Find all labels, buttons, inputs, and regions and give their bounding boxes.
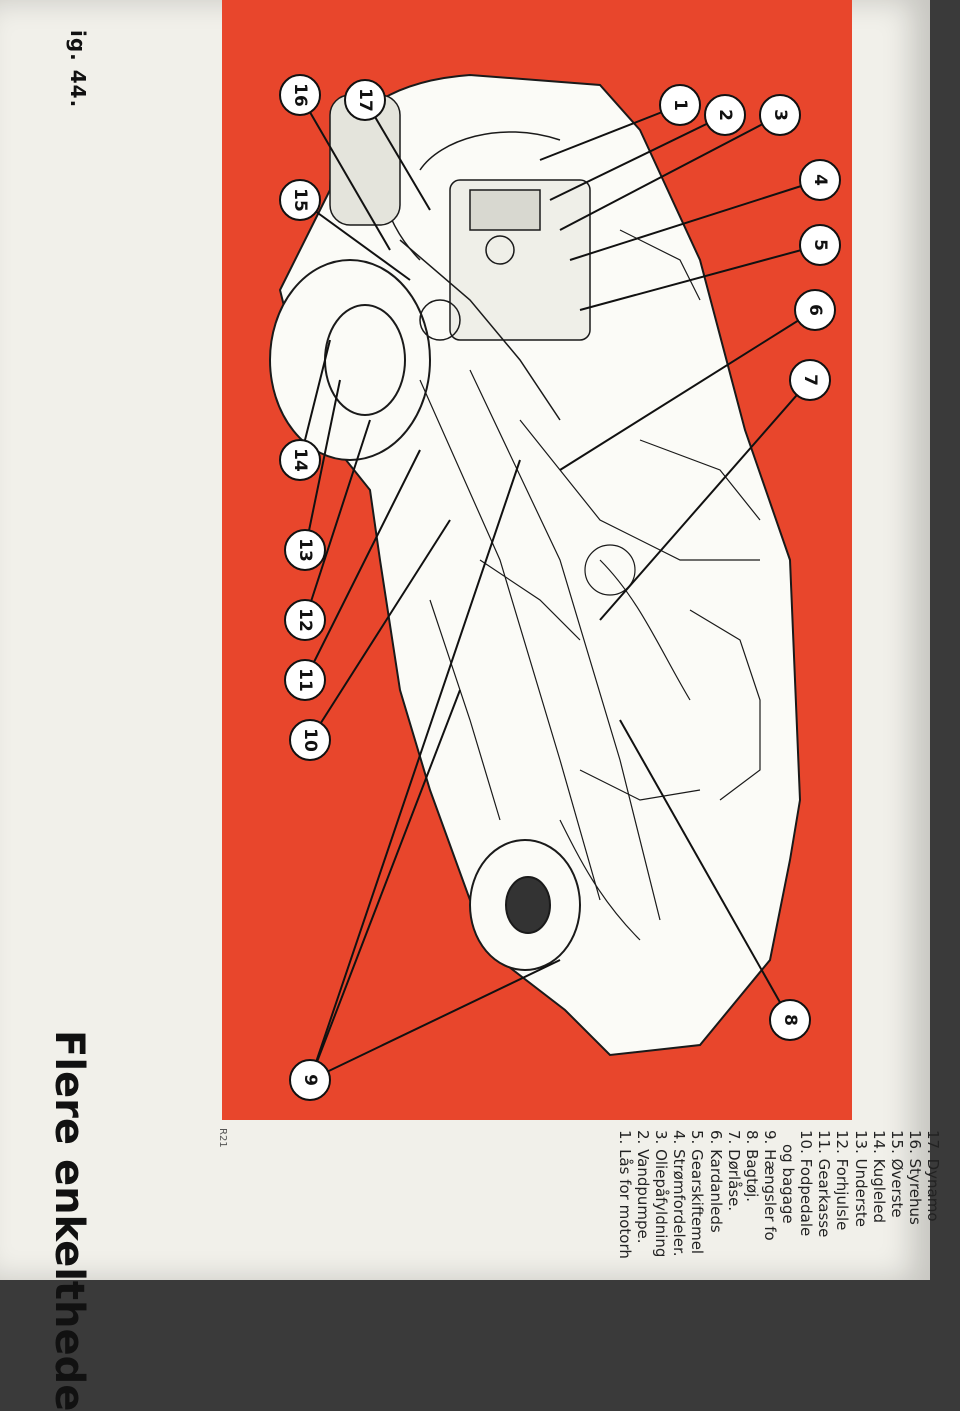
legend-item-9-cont: og bagage <box>779 1144 798 1224</box>
legend-item-1: 1. Lås for motorh <box>616 1130 634 1259</box>
legend-item-17: 17. Dynamo <box>924 1130 942 1222</box>
callout-7-label: 7 <box>800 374 820 386</box>
leader-lines <box>299 94 821 1081</box>
callout-15-label: 15 <box>290 188 310 212</box>
legend-item-9: 9. Hængsler fo <box>760 1130 779 1241</box>
callout-14: 14 <box>279 439 321 481</box>
callout-16-label: 16 <box>290 83 310 107</box>
section-heading: Flere enkelthede <box>46 1030 92 1411</box>
callout-5: 5 <box>799 224 841 266</box>
callout-8: 8 <box>769 999 811 1041</box>
callout-10-label: 10 <box>300 728 320 752</box>
callout-1: 1 <box>659 84 701 126</box>
legend-item-5: 5. Gearskiftemel <box>688 1130 707 1255</box>
callout-14-label: 14 <box>290 448 310 472</box>
legend-item-14: 14. Kugleled <box>869 1130 888 1224</box>
callout-9: 9 <box>289 1059 331 1101</box>
rear-wheel <box>469 839 581 971</box>
legend-item-7: 7. Dørlåse. <box>724 1130 743 1212</box>
callout-7: 7 <box>789 359 831 401</box>
legend-item-8: 8. Bagtøj. <box>742 1130 761 1203</box>
callout-5-label: 5 <box>810 239 830 251</box>
callout-16: 16 <box>279 74 321 116</box>
legend-item-15: 15. Øverste <box>887 1130 906 1218</box>
callout-circles: 1 2 3 4 5 6 7 8 9 10 11 12 13 14 15 16 1… <box>279 74 841 1101</box>
legend-item-2: 2. Vandpumpe. <box>634 1130 653 1244</box>
callout-15: 15 <box>279 179 321 221</box>
legend-item-13: 13. Underste <box>851 1130 870 1227</box>
callout-4: 4 <box>799 159 841 201</box>
callout-1-label: 1 <box>670 99 690 111</box>
callout-3-label: 3 <box>770 109 790 121</box>
callout-8-label: 8 <box>780 1014 800 1026</box>
callout-11: 11 <box>284 659 326 701</box>
callout-17: 17 <box>344 79 386 121</box>
legend-item-6: 6. Kardanleds <box>706 1130 725 1233</box>
callout-9-label: 9 <box>300 1074 320 1086</box>
legend-item-3: 3. Oliepåfyldning <box>652 1130 671 1258</box>
callout-12-label: 12 <box>295 608 315 632</box>
legend-item-11: 11. Gearkasse <box>815 1130 834 1238</box>
callout-11-label: 11 <box>295 668 315 692</box>
callout-4-label: 4 <box>810 174 830 186</box>
callout-17-label: 17 <box>355 88 375 112</box>
legend-item-4: 4. Strømfordeler. <box>670 1130 689 1257</box>
callout-13-label: 13 <box>295 538 315 562</box>
callout-10: 10 <box>289 719 331 761</box>
legend-item-12: 12. Forhjulsle <box>833 1130 852 1231</box>
front-wheel <box>269 259 431 461</box>
callout-2-label: 2 <box>715 109 735 121</box>
car-cutaway-illustration: 1 2 3 4 5 6 7 8 9 10 11 12 13 14 15 16 1… <box>269 73 841 1101</box>
callout-13: 13 <box>284 529 326 571</box>
callout-6-label: 6 <box>805 304 825 316</box>
legend-item-10: 10. Fodpedale <box>797 1130 816 1237</box>
chassis-lines <box>419 229 761 941</box>
illustration-reference: R21 <box>217 1128 228 1148</box>
callout-3: 3 <box>759 94 801 136</box>
callout-6: 6 <box>794 289 836 331</box>
legend-item-16: 16. Styrehus <box>905 1130 924 1225</box>
callout-2: 2 <box>704 94 746 136</box>
callout-12: 12 <box>284 599 326 641</box>
engine <box>329 94 591 421</box>
